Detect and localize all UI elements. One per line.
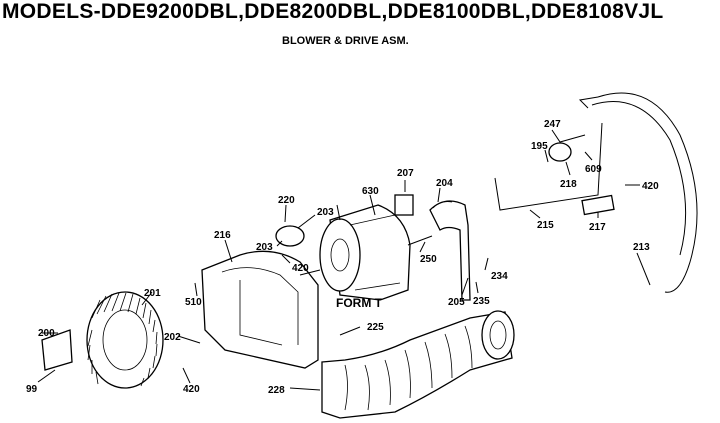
- part-label-207: 207: [397, 168, 414, 179]
- part-label-510: 510: [185, 297, 202, 308]
- part-label-228: 228: [268, 385, 285, 396]
- blower-housing-drawing: [201, 250, 319, 369]
- part-label-630: 630: [362, 186, 379, 197]
- part-label-203-lower: 203: [256, 242, 273, 253]
- part-label-205: 205: [448, 297, 465, 308]
- part-label-203-upper: 203: [317, 207, 334, 218]
- idler-bracket-drawing: [429, 200, 471, 301]
- part-label-216: 216: [214, 230, 231, 241]
- part-label-234: 234: [491, 271, 508, 282]
- part-label-195: 195: [531, 141, 548, 152]
- part-label-218: 218: [560, 179, 577, 190]
- part-label-200: 200: [38, 328, 55, 339]
- blower-wheel-drawing: [86, 291, 164, 389]
- exhaust-duct-drawing: [321, 310, 515, 419]
- part-label-420-motor: 420: [292, 263, 309, 274]
- motor-switch-drawing: [394, 194, 414, 216]
- part-label-609: 609: [585, 164, 602, 175]
- drive-motor-drawing: [299, 204, 433, 301]
- bracket-drawing: [41, 329, 73, 371]
- part-label-204: 204: [436, 178, 453, 189]
- drum-ring-drawing: [578, 92, 698, 293]
- leader-lines: [37, 129, 651, 391]
- page-title: MODELS-DDE9200DBL,DDE8200DBL,DDE8100DBL,…: [2, 0, 664, 23]
- motor-mount-drawing: [275, 225, 305, 247]
- part-label-215: 215: [537, 220, 554, 231]
- part-label-225: 225: [367, 322, 384, 333]
- part-label-202: 202: [164, 332, 181, 343]
- form-label: FORM T: [336, 296, 383, 310]
- part-label-420-right: 420: [642, 181, 659, 192]
- part-label-99: 99: [26, 384, 38, 395]
- part-label-420-lower: 420: [183, 384, 200, 395]
- part-label-220: 220: [278, 195, 295, 206]
- part-label-201: 201: [144, 288, 161, 299]
- part-label-213: 213: [633, 242, 650, 253]
- part-label-217: 217: [589, 222, 606, 233]
- part-label-250: 250: [420, 254, 437, 265]
- page-subtitle: BLOWER & DRIVE ASM.: [282, 35, 409, 47]
- idler-assembly-drawing: [494, 122, 615, 216]
- part-label-235: 235: [473, 296, 490, 307]
- part-label-247: 247: [544, 119, 561, 130]
